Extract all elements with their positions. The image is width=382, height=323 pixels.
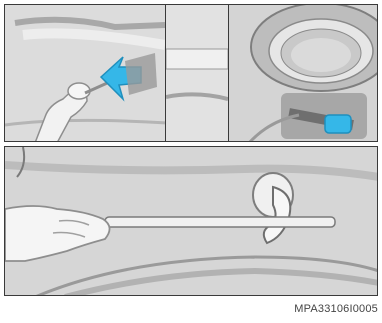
figure-code: MPA33106I0005 <box>260 301 378 317</box>
highlight-part <box>325 115 351 133</box>
panel-background-strip <box>166 4 228 142</box>
tire-detail-drawing <box>229 5 378 142</box>
panel-tire-detail <box>228 4 378 142</box>
tow-hook-drawing <box>5 147 378 296</box>
panel-tow-hook-install <box>4 146 378 296</box>
tire-icon <box>251 5 378 91</box>
background-strip-drawing <box>166 5 228 142</box>
panel-tool-detail <box>4 4 166 142</box>
tool-detail-drawing <box>5 5 166 142</box>
